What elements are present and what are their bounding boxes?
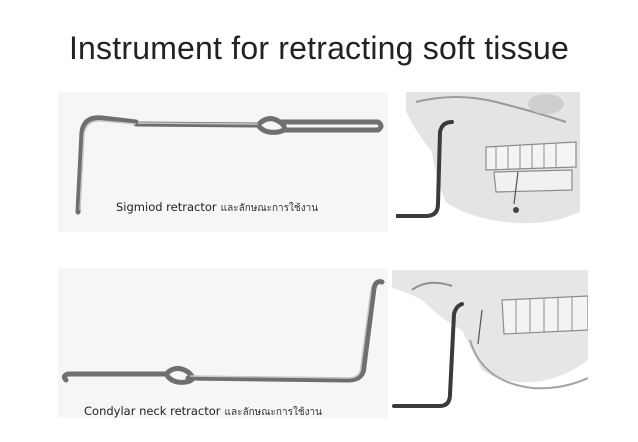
sigmoid-retractor-image [58,92,388,232]
sigmoid-caption-th: และลักษณะการใช้งาน [220,203,319,214]
skull-condylar-retractor-image [392,270,588,418]
condylar-neck-retractor-image [58,268,388,418]
sigmoid-caption-en: Sigmiod retractor [116,200,217,214]
skull-sigmoid-retractor-image [396,92,580,230]
condylar-caption-th: และลักษณะการใช้งาน [224,407,322,418]
condylar-caption-en: Condylar neck retractor [84,404,221,418]
slide-title: Instrument for retracting soft tissue [68,30,570,66]
